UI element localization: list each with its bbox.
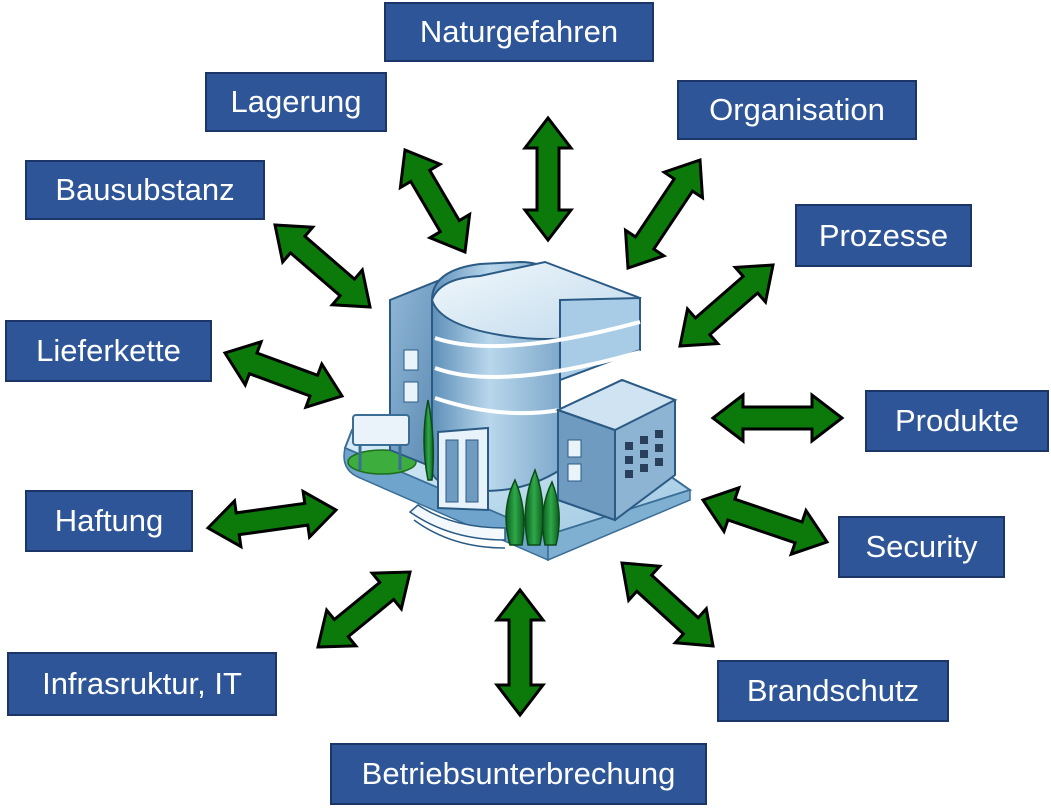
- label-lagerung: Lagerung: [205, 72, 387, 132]
- label-haftung: Haftung: [25, 490, 193, 552]
- double-headed-arrow-icon: [620, 561, 715, 648]
- label-betriebsunterbrechung: Betriebsunterbrechung: [330, 743, 707, 805]
- double-headed-arrow-icon: [316, 570, 412, 649]
- double-headed-arrow-icon: [205, 488, 339, 550]
- label-naturgefahren: Naturgefahren: [384, 2, 654, 62]
- arrows-layer: [205, 115, 845, 718]
- double-headed-arrow-icon: [493, 587, 547, 718]
- double-headed-arrow-icon: [678, 263, 775, 348]
- double-headed-arrow-icon: [273, 223, 372, 309]
- label-infrastruktur-it: Infrasruktur, IT: [7, 652, 277, 716]
- label-security: Security: [838, 516, 1005, 578]
- double-headed-arrow-icon: [398, 147, 472, 255]
- double-headed-arrow-icon: [623, 157, 705, 271]
- double-headed-arrow-icon: [521, 115, 575, 243]
- label-prozesse: Prozesse: [795, 204, 972, 267]
- label-brandschutz: Brandschutz: [717, 660, 949, 722]
- office-building-icon: [343, 260, 693, 562]
- label-bausubstanz: Bausubstanz: [25, 160, 265, 220]
- label-produkte: Produkte: [865, 390, 1049, 452]
- double-headed-arrow-icon: [222, 339, 345, 410]
- label-organisation: Organisation: [677, 80, 917, 140]
- double-headed-arrow-icon: [700, 485, 830, 557]
- label-lieferkette: Lieferkette: [5, 320, 212, 382]
- double-headed-arrow-icon: [710, 391, 845, 445]
